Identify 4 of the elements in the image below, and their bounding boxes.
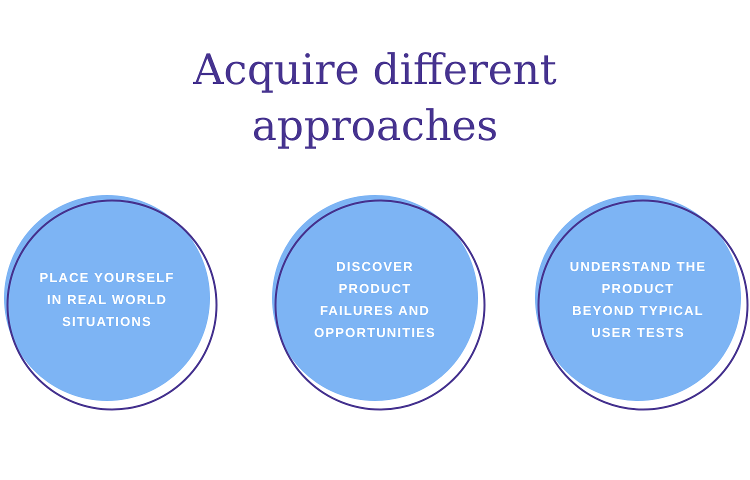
node-text: PLACE YOURSELF IN REAL WORLD SITUATIONS (38, 269, 176, 331)
node-text: DISCOVER PRODUCT FAILURES AND OPPORTUNITIES (313, 260, 437, 340)
title: Acquire different approaches (192, 44, 558, 152)
node-text: UNDERSTAND THE PRODUCT BEYOND TYPICAL USER TESTS (568, 260, 708, 340)
